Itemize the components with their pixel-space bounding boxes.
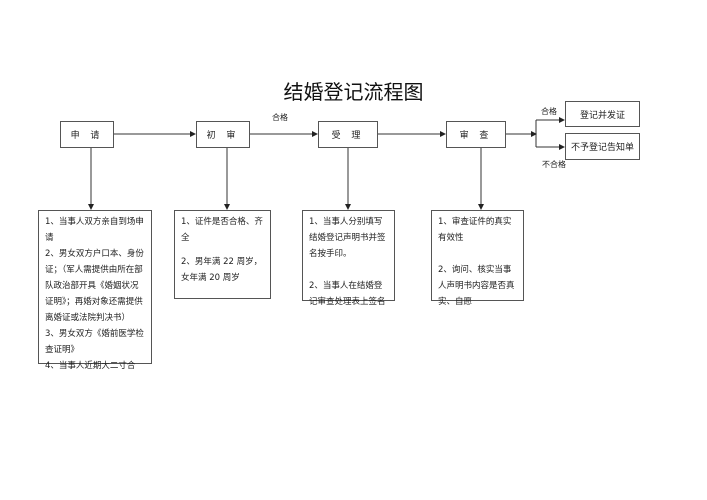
label-pass-branch: 合格 xyxy=(541,107,557,116)
note-initial: 1、证件是否合格、齐全 2、男年满 22 周岁，女年满 20 周岁 xyxy=(174,210,271,299)
note-accept: 1、当事人分别填写结婚登记声明书并签名按手印。 2、当事人在结婚登记审查处理表上… xyxy=(302,210,395,307)
note-item: 1、审查证件的真实有效性 xyxy=(438,217,512,243)
outcome-issue: 登记并发证 xyxy=(565,101,640,127)
page-title: 结婚登记流程图 xyxy=(283,80,424,104)
step-apply: 申 请 xyxy=(60,121,114,148)
note-item: 1、证件是否合格、齐全 xyxy=(181,217,263,243)
note-review: 1、审查证件的真实有效性 2、询问、核实当事人声明书内容是否真实、自愿 xyxy=(431,210,524,307)
note-item: 2、当事人在结婚登记审查处理表上签名 xyxy=(309,281,386,307)
note-item: 2、询问、核实当事人声明书内容是否真实、自愿 xyxy=(438,265,515,307)
note-item: 2、男女双方户口本、身份证；（军人需提供由所在部队政治部开具《婚姻状况证明》；再… xyxy=(45,249,144,323)
step-review: 审 查 xyxy=(446,121,506,148)
note-item: 1、当事人双方亲自到场申请 xyxy=(45,217,144,243)
note-item: 3、男女双方《婚前医学检查证明》 xyxy=(45,329,144,355)
note-apply: 1、当事人双方亲自到场申请 2、男女双方户口本、身份证；（军人需提供由所在部队政… xyxy=(38,210,152,371)
step-initial-review: 初 审 xyxy=(196,121,250,148)
label-pass: 合格 xyxy=(272,113,288,122)
outcome-deny: 不予登记告知单 xyxy=(565,133,640,160)
note-item: 2、男年满 22 周岁，女年满 20 周岁 xyxy=(181,257,263,283)
label-fail: 不合格 xyxy=(542,160,566,169)
note-item: 4、当事人近期大二寸合 xyxy=(45,361,136,371)
note-item: 1、当事人分别填写结婚登记声明书并签名按手印。 xyxy=(309,217,386,259)
step-accept: 受 理 xyxy=(318,121,378,148)
